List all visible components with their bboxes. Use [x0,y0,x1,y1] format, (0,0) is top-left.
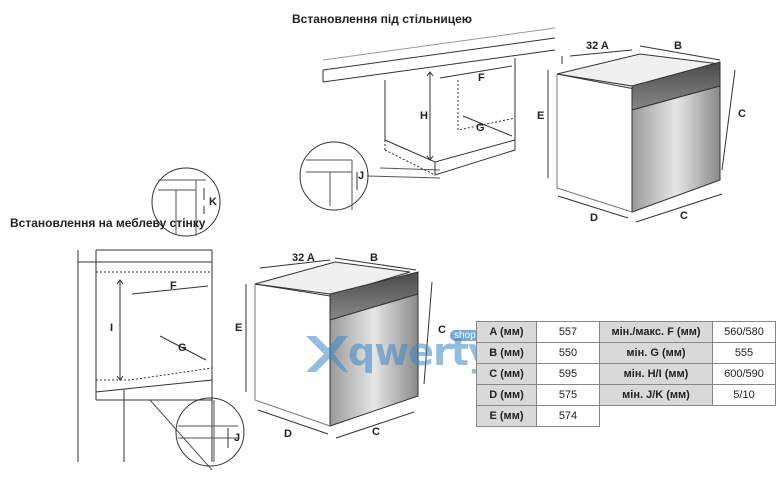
dimension-c-right-top [721,69,736,171]
label-d-top: D [590,212,598,224]
label-e-top: E [537,110,545,122]
table-cell-value: 574 [536,405,600,427]
label-b-top: B [674,40,682,52]
label-g-top: G [476,122,485,134]
spec-table: A (мм) 557 мін./макс. F (мм) 560/580 B (… [476,321,776,427]
table-cell-value: 600/590 [712,363,776,385]
table-cell-value: 555 [712,342,776,364]
label-a-top: 32 A [586,40,609,52]
table-cell-key: E (мм) [476,405,537,427]
dimension-b-center [334,257,417,271]
label-f-top: F [478,72,485,84]
label-a-center: 32 A [292,252,315,264]
table-cell-empty [599,405,776,427]
table-cell-value: 557 [536,321,600,343]
wall-unit [77,249,213,471]
label-c-bottom-top: C [680,210,688,222]
dimension-a-top [561,49,633,64]
table-row: E (мм) 574 [476,405,776,427]
label-f-left: F [170,280,177,292]
label-h: H [420,110,428,122]
dimension-d-center [257,409,329,435]
label-c-right-top: C [738,108,746,120]
dimension-c-bottom-center [335,411,415,439]
table-cell-key: мін. H/I (мм) [599,363,713,385]
dimension-b-top [639,45,721,61]
table-cell-key: мін. G (мм) [599,342,713,364]
table-row: C (мм) 595 мін. H/I (мм) 600/590 [476,363,776,385]
label-k: K [209,196,217,208]
label-b-center: B [370,252,378,264]
cabinet-niche-top [384,58,516,176]
label-c-bottom-center: C [372,426,380,438]
table-cell-value: 575 [536,384,600,406]
table-cell-value: 560/580 [712,321,776,343]
table-cell-key: A (мм) [476,321,537,343]
label-j-top: J [358,170,365,182]
detail-circle-j-left [175,397,245,467]
label-c-right-center: C [438,324,446,336]
table-cell-key: мін./макс. F (мм) [599,321,713,343]
detail-circle-k [151,167,221,237]
dimension-g-left [159,335,207,361]
table-cell-value: 595 [536,363,600,385]
dimension-f-top [439,65,513,79]
dimension-c-bottom-top [635,193,723,223]
table-cell-key: D (мм) [476,384,537,406]
title-wall-unit: Встановлення на меблеву стінку [10,216,206,230]
title-under-counter: Встановлення під стільницею [292,12,472,26]
table-cell-key: мін. J/K (мм) [599,384,713,406]
table-cell-key: C (мм) [476,363,537,385]
label-g-left: G [178,342,187,354]
oven-top [556,53,721,213]
countertop [322,27,556,83]
table-cell-key: B (мм) [476,342,537,364]
table-row: A (мм) 557 мін./макс. F (мм) 560/580 [476,321,776,343]
dimension-f-left [131,285,209,295]
oven-center [254,261,419,427]
dimension-g-top [462,115,513,137]
table-row: D (мм) 575 мін. J/K (мм) 5/10 [476,384,776,406]
label-i: I [110,322,114,334]
label-d-center: D [284,428,292,440]
table-cell-value: 5/10 [712,384,776,406]
dimension-c-right-center [423,281,433,385]
dimension-a-center [259,259,331,269]
dimension-d-top [557,195,629,219]
table-cell-value: 550 [536,342,600,364]
label-e-center: E [235,322,243,334]
table-row: B (мм) 550 мін. G (мм) 555 [476,342,776,364]
label-j-left: J [234,432,241,444]
